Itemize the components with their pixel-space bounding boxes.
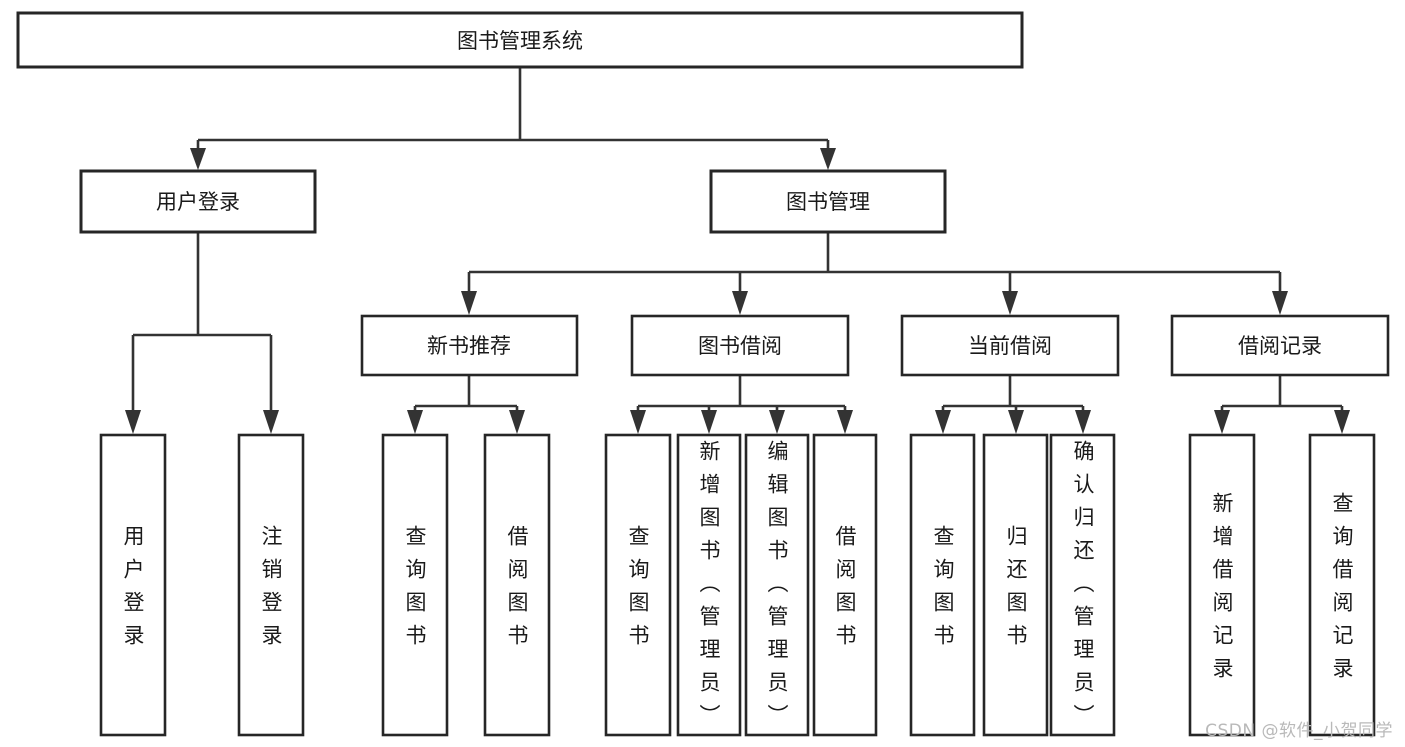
node-leaf-query-book-current[interactable]: 查询图书 [909,433,976,737]
book-management-label: 图书管理 [786,190,870,214]
node-leaf-borrow-book[interactable]: 借阅图书 [812,433,878,737]
leaf-edit-book-admin-label: 编辑图书（管理员） [765,440,789,725]
node-leaf-query-book-recommend[interactable]: 查询图书 [381,433,449,737]
arrowhead-book-management [820,148,836,170]
arrowhead-leaf-query-book-recommend [407,410,423,434]
user-login-box[interactable] [79,169,317,234]
leaf-query-book-borrow-label: 查询图书 [626,525,650,645]
arrowhead-book-borrow [732,291,748,315]
new-book-recommend-label: 新书推荐 [427,334,511,358]
node-new-book-recommend[interactable]: 新书推荐 [360,314,579,377]
leaf-query-book-current-box[interactable] [909,433,976,737]
node-leaf-confirm-return-admin[interactable]: 确认归还（管理员） [1049,433,1116,737]
leaf-borrow-book-recommend-box[interactable] [483,433,551,737]
root-label: 图书管理系统 [457,29,583,53]
leaf-add-borrow-record-label: 新增借阅记录 [1210,492,1234,678]
arrowhead-leaf-add-book-admin [701,410,717,434]
arrowhead-leaf-confirm-return-admin [1075,410,1091,434]
node-user-login[interactable]: 用户登录 [79,169,317,234]
current-borrow-box[interactable] [900,314,1120,377]
leaf-return-book-box[interactable] [982,433,1049,737]
leaf-user-login-label: 用户登录 [121,525,145,645]
user-login-label: 用户登录 [156,190,240,214]
node-book-management[interactable]: 图书管理 [709,169,947,234]
leaf-edit-book-admin-box[interactable] [744,433,810,737]
arrowhead-leaf-add-borrow-record [1214,410,1230,434]
leaf-borrow-book-label: 借阅图书 [833,525,857,645]
leaf-confirm-return-admin-box[interactable] [1049,433,1116,737]
leaf-add-borrow-record-box[interactable] [1188,433,1256,737]
arrowhead-current-borrow [1002,291,1018,315]
leaf-query-borrow-record-label: 查询借阅记录 [1330,492,1354,678]
node-leaf-user-login[interactable]: 用户登录 [99,433,167,737]
leaf-query-book-current-label: 查询图书 [931,525,955,645]
current-borrow-label: 当前借阅 [968,334,1052,358]
leaf-borrow-book-recommend-label: 借阅图书 [505,525,529,645]
new-book-recommend-box[interactable] [360,314,579,377]
connector-layer [125,67,1350,434]
node-leaf-add-borrow-record[interactable]: 新增借阅记录 [1188,433,1256,737]
node-leaf-return-book[interactable]: 归还图书 [982,433,1049,737]
arrowhead-user-login [190,148,206,170]
node-borrow-record[interactable]: 借阅记录 [1170,314,1390,377]
leaf-confirm-return-admin-label: 确认归还（管理员） [1071,440,1095,725]
arrowhead-leaf-edit-book-admin [769,410,785,434]
arrowhead-leaf-borrow-book-recommend [509,410,525,434]
node-leaf-query-book-borrow[interactable]: 查询图书 [604,433,672,737]
node-book-borrow[interactable]: 图书借阅 [630,314,850,377]
leaf-query-book-recommend-box[interactable] [381,433,449,737]
borrow-record-box[interactable] [1170,314,1390,377]
leaf-user-login-box[interactable] [99,433,167,737]
leaf-add-book-admin-label: 新增图书（管理员） [697,440,721,725]
leaf-logout-box[interactable] [237,433,305,737]
node-leaf-borrow-book-recommend[interactable]: 借阅图书 [483,433,551,737]
leaf-query-book-recommend-label: 查询图书 [403,525,427,645]
arrowhead-leaf-return-book [1008,410,1024,434]
book-borrow-label: 图书借阅 [698,334,782,358]
arrowhead-leaf-query-book-current [935,410,951,434]
leaf-query-borrow-record-box[interactable] [1308,433,1376,737]
leaf-add-book-admin-box[interactable] [676,433,742,737]
arrowhead-leaf-user-login [125,410,141,434]
leaf-query-book-borrow-box[interactable] [604,433,672,737]
node-leaf-add-book-admin[interactable]: 新增图书（管理员） [676,433,742,737]
node-current-borrow[interactable]: 当前借阅 [900,314,1120,377]
arrowhead-new-book-recommend [461,291,477,315]
arrowhead-leaf-logout [263,410,279,434]
node-root[interactable]: 图书管理系统 [16,11,1024,69]
leaf-borrow-book-box[interactable] [812,433,878,737]
leaf-return-book-label: 归还图书 [1004,525,1028,645]
leaf-logout-label: 注销登录 [259,525,283,645]
book-borrow-box[interactable] [630,314,850,377]
root-box[interactable] [16,11,1024,69]
arrowhead-borrow-record [1272,291,1288,315]
arrowhead-leaf-query-borrow-record [1334,410,1350,434]
arrowhead-leaf-borrow-book [837,410,853,434]
node-leaf-query-borrow-record[interactable]: 查询借阅记录 [1308,433,1376,737]
arrowhead-leaf-query-book-borrow [630,410,646,434]
node-leaf-edit-book-admin[interactable]: 编辑图书（管理员） [744,433,810,737]
node-leaf-logout[interactable]: 注销登录 [237,433,305,737]
book-management-box[interactable] [709,169,947,234]
borrow-record-label: 借阅记录 [1238,334,1322,358]
